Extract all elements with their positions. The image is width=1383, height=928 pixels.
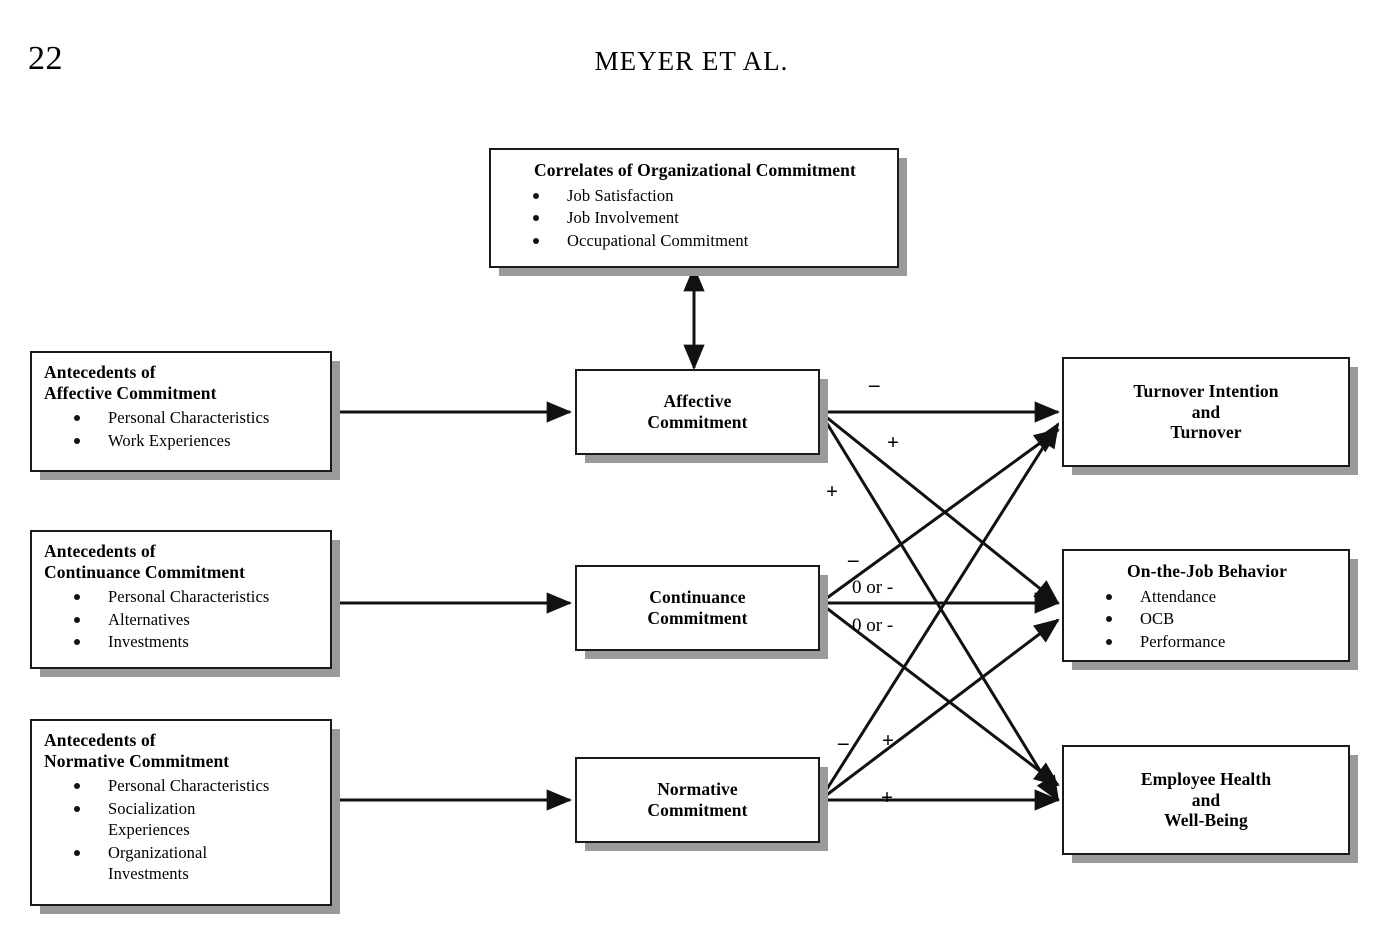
antecedents-continuance-list: Personal Characteristics Alternatives In… — [44, 586, 320, 652]
node-continuance-commitment[interactable]: Continuance Commitment — [575, 565, 820, 651]
node-title: Normative Commitment — [647, 779, 748, 820]
node-on-the-job-behavior[interactable]: On-the-Job Behavior Attendance OCB Perfo… — [1062, 549, 1350, 662]
node-title: Correlates of Organizational Commitment — [534, 160, 856, 180]
node-title: Employee Health and Well-Being — [1140, 769, 1272, 831]
edge-label-normative-behavior: + — [882, 728, 894, 752]
antecedents-affective-list: Personal Characteristics Work Experience… — [44, 407, 320, 451]
edge-label-continuance-behavior: 0 or - — [852, 577, 894, 598]
node-antecedents-of-affective-commitment[interactable]: Antecedents of Affective Commitment Pers… — [30, 351, 332, 472]
correlates-list: Job Satisfaction Job Involvement Occupat… — [503, 185, 887, 251]
list-item: Personal Characteristics — [74, 775, 320, 796]
node-normative-commitment[interactable]: Normative Commitment — [575, 757, 820, 843]
list-item: Performance — [1106, 631, 1338, 652]
list-item: OCB — [1106, 608, 1338, 629]
on-the-job-behavior-list: Attendance OCB Performance — [1076, 586, 1338, 652]
node-title: Antecedents of Continuance Commitment — [44, 541, 246, 582]
edge-label-continuance-health: 0 or - — [852, 615, 894, 636]
edge-affective-health — [818, 411, 1060, 802]
node-title: Antecedents of Normative Commitment — [44, 730, 230, 771]
node-correlates-of-organizational-commitment[interactable]: Correlates of Organizational Commitment … — [489, 148, 899, 268]
edge-normative-behavior — [819, 618, 1060, 802]
list-item: Job Involvement — [533, 207, 887, 228]
list-item: Job Satisfaction — [533, 185, 887, 206]
page-number: 22 — [28, 40, 63, 77]
antecedents-normative-list: Personal Characteristics Socialization E… — [44, 775, 320, 884]
node-employee-health-and-well-being[interactable]: Employee Health and Well-Being — [1062, 745, 1350, 855]
node-title: Continuance Commitment — [647, 587, 748, 628]
node-title: On-the-Job Behavior — [1127, 561, 1287, 581]
list-item: Organizational Investments — [74, 842, 320, 885]
edge-affective-behavior — [819, 410, 1060, 605]
list-item: Alternatives — [74, 609, 320, 630]
list-item: Socialization Experiences — [74, 798, 320, 841]
edge-label-normative-health: + — [881, 785, 893, 809]
node-title: Turnover Intention and Turnover — [1133, 381, 1279, 443]
edge-label-affective-health: + — [826, 479, 838, 503]
running-head: MEYER ET AL. — [594, 46, 789, 76]
node-title: Antecedents of Affective Commitment — [44, 362, 217, 403]
node-affective-commitment[interactable]: Affective Commitment — [575, 369, 820, 455]
list-item: Attendance — [1106, 586, 1338, 607]
node-title: Affective Commitment — [647, 391, 748, 432]
edge-normative-turnover — [818, 422, 1060, 801]
edge-label-affective-behavior: + — [887, 430, 899, 454]
node-antecedents-of-continuance-commitment[interactable]: Antecedents of Continuance Commitment Pe… — [30, 530, 332, 669]
list-item: Personal Characteristics — [74, 586, 320, 607]
edge-label-affective-turnover: – — [869, 372, 880, 396]
list-item: Work Experiences — [74, 430, 320, 451]
list-item: Investments — [74, 631, 320, 652]
edge-label-normative-turnover: – — [838, 730, 849, 754]
node-turnover-intention-and-turnover[interactable]: Turnover Intention and Turnover — [1062, 357, 1350, 467]
list-item: Personal Characteristics — [74, 407, 320, 428]
node-antecedents-of-normative-commitment[interactable]: Antecedents of Normative Commitment Pers… — [30, 719, 332, 906]
list-item: Occupational Commitment — [533, 230, 887, 251]
edge-label-continuance-turnover: – — [848, 547, 859, 571]
